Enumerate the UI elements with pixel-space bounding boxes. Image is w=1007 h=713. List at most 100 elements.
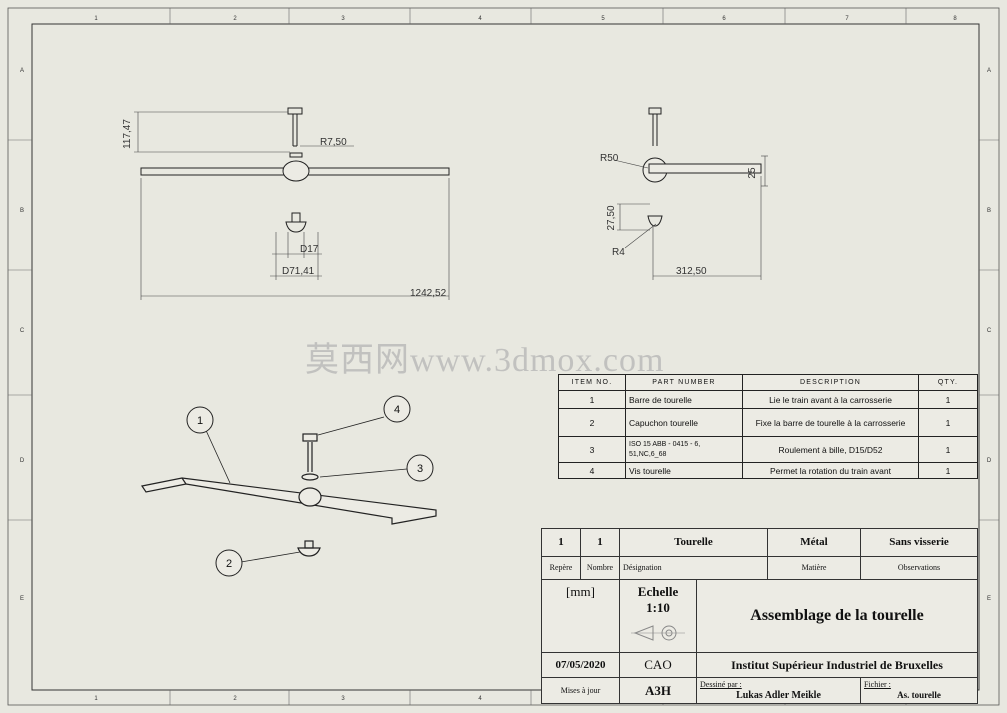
projection-symbol-icon	[631, 625, 685, 641]
watermark: 莫西网www.3dmox.com	[305, 342, 665, 379]
zone-side-e: E	[20, 596, 24, 602]
balloon-1-label: 1	[197, 415, 203, 427]
balloon-2-label: 2	[226, 558, 232, 570]
iso-hub	[298, 487, 322, 507]
bom-desc: Lie le train avant à la carrosserie	[742, 390, 919, 409]
bom-part: Barre de tourelle	[625, 390, 743, 409]
echelle-label: Echelle	[637, 584, 679, 600]
nombre-value: 1	[580, 528, 620, 557]
matiere-value: Métal	[767, 528, 861, 557]
file-name: As. tourelle	[897, 690, 941, 701]
unit-label: [mm]	[541, 579, 620, 653]
side-cap	[647, 215, 663, 227]
zone-top-4: 4	[478, 16, 482, 22]
balloon-4	[383, 395, 411, 423]
zone-bottom-2: 2	[233, 696, 237, 702]
front-view	[140, 107, 450, 233]
zone-top-2: 2	[233, 16, 237, 22]
iso-cap-stud	[304, 540, 314, 549]
repere-label: Repère	[541, 555, 581, 581]
zone-top-1: 1	[94, 16, 98, 22]
author-cell: Dessiné par : Lukas Adler Meikle	[696, 677, 861, 704]
observations-value: Sans visserie	[860, 528, 978, 557]
matiere-label: Matière	[767, 555, 861, 581]
side-dimension-text: R50 25 27,50 R4 312,50	[600, 153, 758, 277]
bom-row: 1 Barre de tourelle Lie le train avant à…	[558, 390, 978, 409]
format-value: A3H	[619, 677, 697, 704]
file-cell: Fichier : As. tourelle	[860, 677, 978, 704]
zone-bottom-4: 4	[478, 696, 482, 702]
zone-bottom-3: 3	[341, 696, 345, 702]
bom-header-desc: DESCRIPTION	[742, 374, 919, 391]
bom-qty: 1	[918, 462, 978, 479]
echelle-value: 1:10	[646, 600, 670, 616]
zone-top-7: 7	[845, 16, 849, 22]
balloon-1	[186, 406, 214, 434]
zone-top-6: 6	[722, 16, 726, 22]
iso-view	[141, 433, 437, 557]
front-hub	[282, 160, 310, 182]
balloon-leaders	[203, 416, 408, 563]
zone-side-e-right: E	[987, 596, 991, 602]
scale-cell: Echelle 1:10	[619, 579, 697, 653]
bom-item: 1	[558, 390, 626, 409]
bom-header-part: PART NUMBER	[625, 374, 743, 391]
repere-value: 1	[541, 528, 581, 557]
zone-side-b: B	[20, 208, 24, 214]
balloon-3-label: 3	[417, 463, 423, 475]
bom-item: 4	[558, 462, 626, 479]
bom-desc: Roulement à bille, D15/D52	[742, 436, 919, 463]
iso-cap	[297, 547, 321, 557]
zone-top-3: 3	[341, 16, 345, 22]
zone-top-5: 5	[601, 16, 605, 22]
dim-d17: D17	[300, 244, 319, 255]
iso-screw-head	[302, 433, 318, 442]
tb-title-row: [mm] Echelle 1:10 Assemblage de la toure…	[541, 579, 978, 653]
front-bearing	[289, 152, 303, 158]
dim-31250: 312,50	[676, 266, 707, 277]
bom-item: 3	[558, 436, 626, 463]
dim-length: 1242,52	[410, 288, 447, 299]
zone-side-c-right: C	[987, 328, 992, 334]
balloons: 1 2 3 4	[186, 395, 434, 577]
zone-bottom-1: 1	[94, 696, 98, 702]
bom-header-qty: QTY.	[918, 374, 978, 391]
bom-row: 2 Capuchon tourelle Fixe la barre de tou…	[558, 408, 978, 437]
dessine-par-label: Dessiné par :	[700, 680, 742, 690]
side-view	[642, 107, 762, 227]
inner-frame	[31, 23, 980, 691]
front-screw-head	[287, 107, 303, 115]
designation-label: Désignation	[619, 555, 768, 581]
front-cap-stud	[291, 212, 301, 223]
dim-r750: R7,50	[320, 137, 347, 148]
tb-values-row: 1 1 Tourelle Métal Sans visserie	[541, 528, 978, 557]
designation-value: Tourelle	[619, 528, 768, 557]
zone-side-c: C	[20, 328, 25, 334]
bom-qty: 1	[918, 408, 978, 437]
bom-qty: 1	[918, 436, 978, 463]
dim-height: 117,47	[122, 119, 133, 149]
front-cap	[285, 221, 307, 233]
iso-bar	[141, 477, 437, 525]
tb-labels-row: Repère Nombre Désignation Matière Observ…	[541, 555, 978, 581]
dim-2750: 27,50	[606, 205, 617, 230]
front-dimension-lines	[134, 111, 450, 300]
bom-part: Vis tourelle	[625, 462, 743, 479]
zone-side-a-right: A	[987, 68, 991, 74]
observations-label: Observations	[860, 555, 978, 581]
bom-row: 4 Vis tourelle Permet la rotation du tra…	[558, 462, 978, 479]
author-name: Lukas Adler Meikle	[736, 690, 821, 702]
title-block: 1 1 Tourelle Métal Sans visserie Repère …	[541, 528, 978, 704]
front-dimension-text: 117,47 R7,50 D17 D71,41 1242,52	[122, 119, 447, 299]
nombre-label: Nombre	[580, 555, 620, 581]
iso-bearing	[301, 473, 319, 481]
bom-qty: 1	[918, 390, 978, 409]
bom-part: ISO 15 ABB - 0415 - 6, 51,NC,6_68	[625, 436, 743, 463]
side-dimension-lines	[613, 155, 768, 280]
bom-desc: Permet la rotation du train avant	[742, 462, 919, 479]
bom-row: 3 ISO 15 ABB - 0415 - 6, 51,NC,6_68 Roul…	[558, 436, 978, 463]
dim-d71: D71,41	[282, 266, 315, 277]
side-bar	[648, 163, 762, 174]
side-screw-head	[648, 107, 662, 115]
balloon-3	[406, 454, 434, 482]
